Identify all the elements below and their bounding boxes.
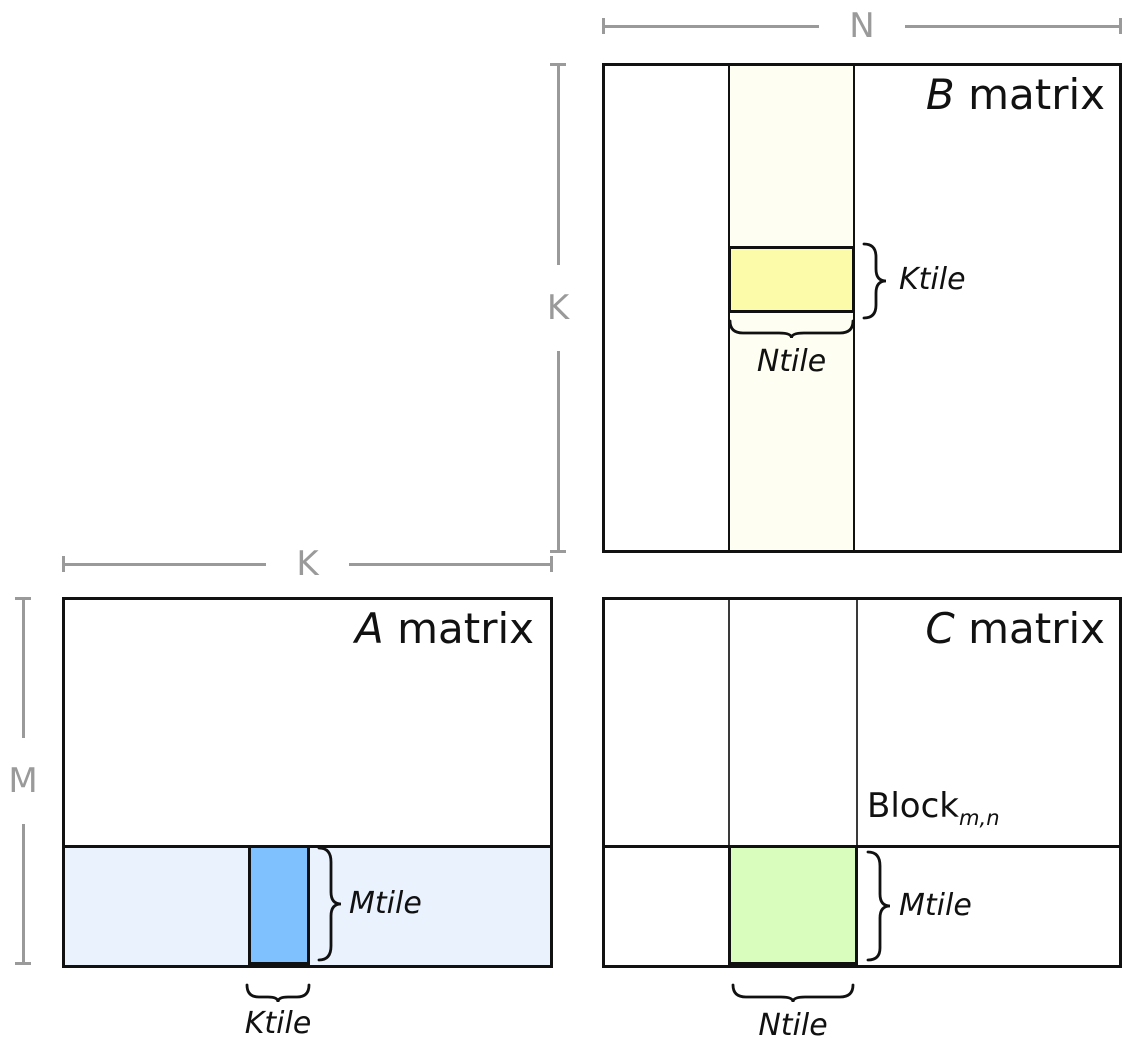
dimension-segment xyxy=(21,600,25,738)
dimension-tick xyxy=(550,63,566,66)
a-mtile-label: Mtile xyxy=(349,886,422,921)
b-ntile-label: Ntile xyxy=(756,344,827,379)
c-matrix-title: C matrix xyxy=(925,604,1105,653)
dimension-segment xyxy=(556,66,560,265)
c-matrix-column-divider xyxy=(728,600,730,965)
a-matrix-title-rest: matrix xyxy=(383,604,534,653)
dimension-label-m: M xyxy=(8,761,38,801)
b-ntile-underbrace-icon xyxy=(728,318,855,340)
dimension-segment xyxy=(904,24,1119,28)
dimension-line-k-horizontal: K xyxy=(62,544,554,584)
b-matrix-title-letter: B xyxy=(925,70,955,119)
c-block-subscript: m,n xyxy=(958,804,1000,830)
b-matrix-title: B matrix xyxy=(925,70,1105,119)
c-block-base: Block xyxy=(867,786,959,826)
c-ntile-label: Ntile xyxy=(758,1008,828,1043)
c-mtile-label: Mtile xyxy=(899,888,972,923)
a-matrix-title: A matrix xyxy=(355,604,534,653)
a-matrix-box: A matrix Mtile xyxy=(62,597,553,968)
ktile-brace-icon xyxy=(861,242,889,320)
dimension-tick xyxy=(550,556,554,572)
dimension-segment xyxy=(65,562,267,566)
a-matrix-mtile-ktile-tile xyxy=(248,845,310,965)
dimension-segment xyxy=(605,24,820,28)
c-ntile-underbrace-icon xyxy=(731,982,855,1004)
c-block-label: Blockm,n xyxy=(867,786,1000,830)
c-mtile-brace-icon xyxy=(865,850,893,962)
c-matrix-row-divider xyxy=(605,845,1119,848)
dimension-tick xyxy=(15,962,31,965)
dimension-segment xyxy=(556,351,560,550)
c-matrix-column-divider xyxy=(856,600,858,965)
dimension-segment xyxy=(21,824,25,962)
a-ktile-underbrace-icon xyxy=(245,982,311,1004)
c-matrix-mtile-ntile-tile xyxy=(728,845,858,965)
a-mtile-brace-icon xyxy=(316,846,344,962)
dimension-tick xyxy=(1119,18,1122,34)
a-ktile-label: Ktile xyxy=(244,1006,312,1041)
dimension-line-k-vertical: K xyxy=(542,63,574,553)
dimension-line-m: M xyxy=(7,597,39,965)
a-matrix-title-letter: A xyxy=(355,604,384,653)
dimension-label-k2: K xyxy=(296,544,319,584)
b-matrix-box: B matrix Ktile Ntile xyxy=(602,63,1122,553)
b-matrix-ktile-ntile-tile xyxy=(728,246,855,313)
dimension-label-k: K xyxy=(546,288,570,328)
dimension-segment xyxy=(348,562,551,566)
b-ktile-label: Ktile xyxy=(899,262,966,297)
c-matrix-title-letter: C xyxy=(925,604,955,653)
b-matrix-title-rest: matrix xyxy=(954,70,1105,119)
dimension-tick xyxy=(15,597,31,600)
c-matrix-box: C matrix Blockm,n Mtile xyxy=(602,597,1122,968)
dimension-label-n: N xyxy=(849,6,875,46)
c-matrix-title-rest: matrix xyxy=(954,604,1105,653)
dimension-tick xyxy=(62,556,65,572)
dimension-line-n: N xyxy=(602,6,1122,46)
dimension-tick xyxy=(602,18,605,34)
dimension-tick xyxy=(550,550,566,553)
